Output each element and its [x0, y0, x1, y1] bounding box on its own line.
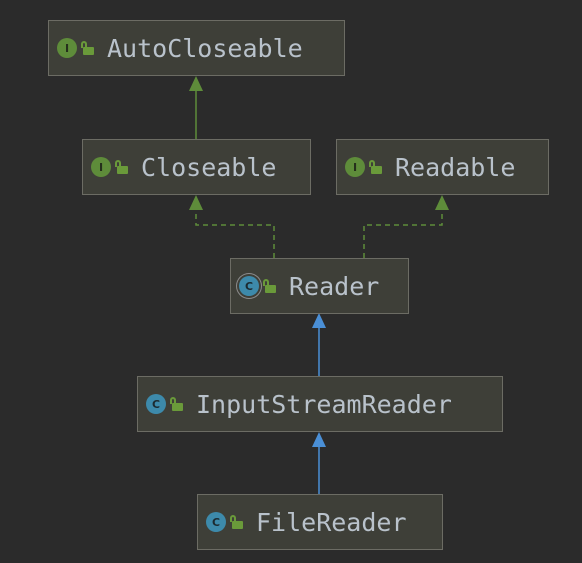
- node-label: AutoCloseable: [107, 33, 303, 63]
- interface-icon: I: [57, 38, 77, 58]
- abstract-class-icon: C: [239, 276, 259, 296]
- public-lock-icon: [81, 41, 95, 55]
- interface-icon: I: [345, 157, 365, 177]
- edge-reader-to-closeable: [189, 195, 275, 258]
- edge-inputstreamreader-to-reader: [312, 313, 326, 376]
- node-reader[interactable]: C Reader: [230, 258, 409, 314]
- node-inputstreamreader[interactable]: C InputStreamReader: [137, 376, 503, 432]
- interface-icon: I: [91, 157, 111, 177]
- node-readable[interactable]: I Readable: [336, 139, 549, 195]
- class-icon: C: [146, 394, 166, 414]
- public-lock-icon: [263, 279, 277, 293]
- edge-reader-to-readable: [363, 195, 449, 258]
- node-autocloseable[interactable]: I AutoCloseable: [48, 20, 345, 76]
- node-label: Readable: [395, 152, 516, 182]
- edge-filereader-to-inputstreamreader: [312, 432, 326, 494]
- class-icon: C: [206, 512, 226, 532]
- public-lock-icon: [369, 160, 383, 174]
- public-lock-icon: [170, 397, 184, 411]
- public-lock-icon: [115, 160, 129, 174]
- edge-closeable-to-autocloseable: [189, 76, 203, 139]
- node-label: Reader: [289, 271, 380, 301]
- node-label: InputStreamReader: [196, 389, 452, 419]
- node-filereader[interactable]: C FileReader: [197, 494, 443, 550]
- node-label: Closeable: [141, 152, 277, 182]
- node-label: FileReader: [256, 507, 407, 537]
- node-closeable[interactable]: I Closeable: [82, 139, 311, 195]
- public-lock-icon: [230, 515, 244, 529]
